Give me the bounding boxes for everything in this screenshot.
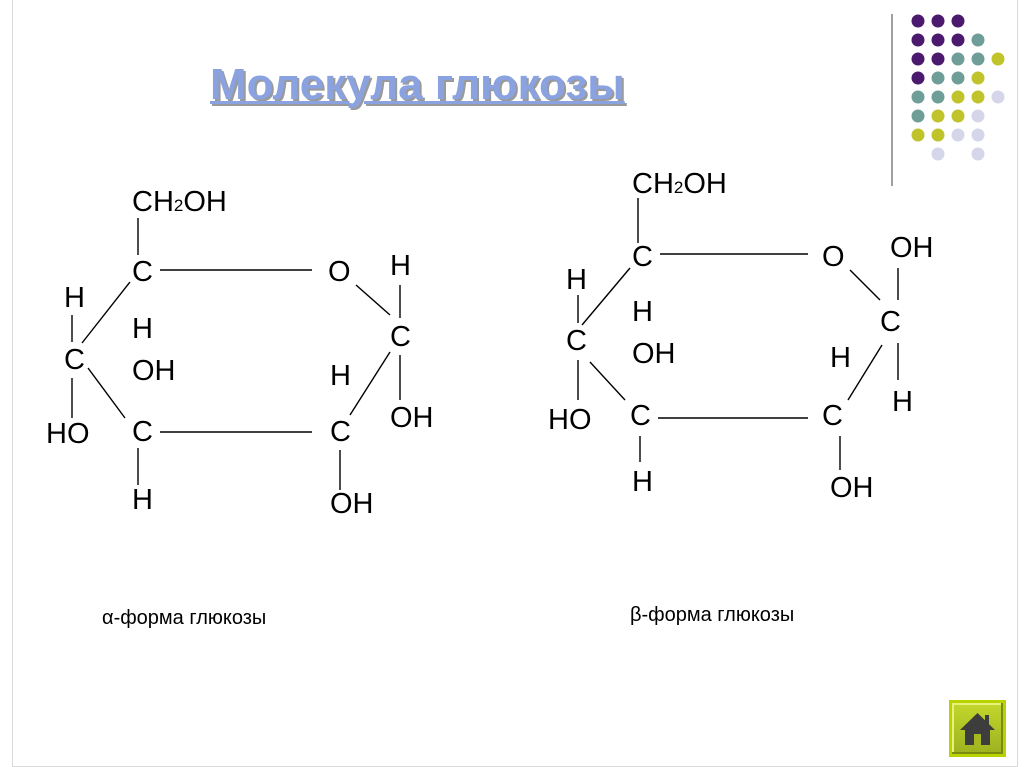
beta-subscript-2: 2	[673, 178, 684, 197]
beta-oh-top-right: OH	[890, 232, 934, 264]
alpha-c-bottom-right: C	[330, 416, 351, 448]
beta-caption: β-форма глюкозы	[630, 604, 795, 626]
alpha-h-top-right: H	[390, 250, 411, 282]
beta-ho: HO	[548, 404, 592, 436]
beta-oh-bottom: OH	[830, 472, 874, 504]
alpha-c-left: C	[64, 344, 85, 376]
beta-ch-text: CH	[632, 168, 674, 200]
decor-divider	[891, 14, 893, 186]
alpha-oh-bottom: OH	[330, 488, 374, 520]
alpha-c1: C	[132, 256, 153, 288]
beta-c-left: C	[566, 325, 587, 357]
alpha-oh-right: OH	[390, 402, 434, 434]
alpha-ho: HO	[46, 418, 90, 450]
alpha-ch-text: CH	[132, 186, 174, 218]
alpha-c-bottom-left: C	[132, 416, 153, 448]
alpha-h-under-c1: H	[132, 313, 153, 345]
alpha-subscript-2: 2	[173, 196, 184, 215]
beta-c-bottom-left: C	[630, 400, 651, 432]
alpha-h-left: H	[64, 282, 85, 314]
alpha-ring-oxygen: O	[328, 256, 351, 288]
alpha-oh-mid: OH	[132, 355, 176, 387]
beta-oh-mid: OH	[632, 338, 676, 370]
alpha-caption: α-форма глюкозы	[102, 607, 267, 629]
alpha-h-bottom: H	[132, 484, 153, 516]
slide-title: Молекула глюкозы	[210, 60, 625, 109]
beta-c1: C	[632, 241, 653, 273]
beta-h-left: H	[566, 264, 587, 296]
beta-ring-oxygen: O	[822, 241, 845, 273]
home-icon	[960, 713, 995, 745]
alpha-ch2oh: CH2OH	[132, 188, 227, 217]
beta-h-bottom: H	[632, 466, 653, 498]
beta-c-right: C	[880, 306, 901, 338]
beta-h-under-c1: H	[632, 296, 653, 328]
alpha-c-right: C	[390, 321, 411, 353]
beta-h-right: H	[892, 386, 913, 418]
alpha-oh-text: OH	[183, 186, 227, 218]
alpha-h-mid: H	[330, 360, 351, 392]
home-button[interactable]	[949, 700, 1006, 757]
beta-ch2oh: CH2OH	[632, 170, 727, 199]
beta-c-bottom-right: C	[822, 400, 843, 432]
beta-h-mid: H	[830, 342, 851, 374]
beta-oh-text: OH	[683, 168, 727, 200]
